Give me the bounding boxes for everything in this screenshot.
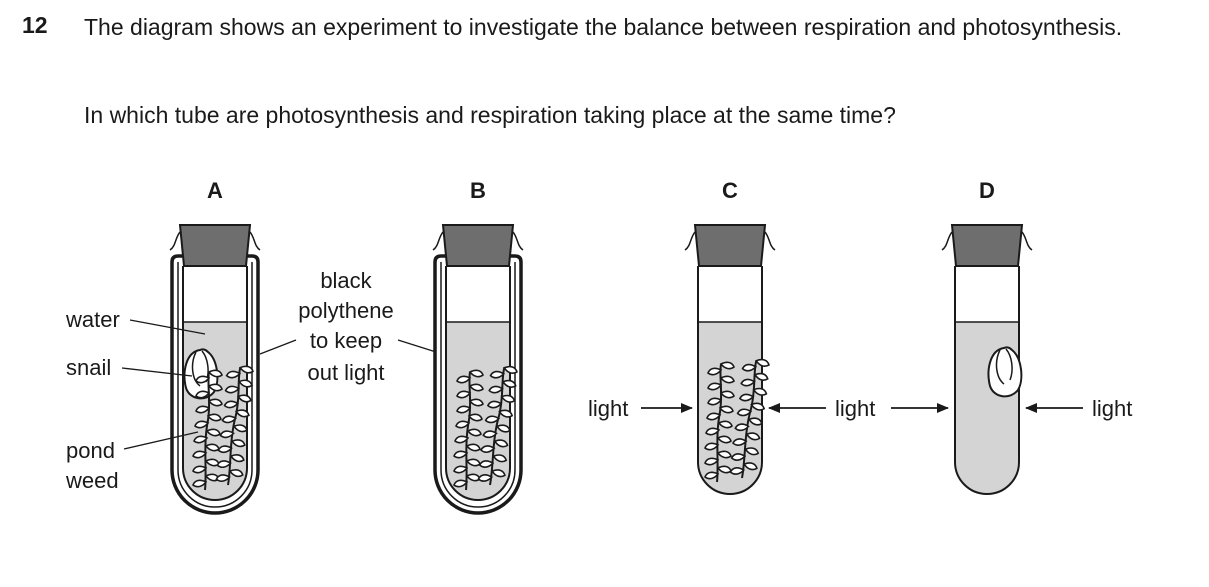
tube-c-letter: C xyxy=(722,178,738,203)
tube-a xyxy=(169,224,261,515)
tube-a-letter: A xyxy=(207,178,223,203)
polythene-label-line3: to keep xyxy=(310,328,382,353)
pond-weed-label-line2: weed xyxy=(65,468,119,493)
polythene-label-line2: polythene xyxy=(298,298,393,323)
polythene-cover-b xyxy=(433,254,523,515)
light-label-c-left: light xyxy=(588,396,628,421)
pond-weed-label-line1: pond xyxy=(66,438,115,463)
tube-b-letter: B xyxy=(470,178,486,203)
tube-d xyxy=(941,224,1033,495)
polythene-leader-a xyxy=(259,339,297,355)
water-leader xyxy=(129,319,206,335)
light-label-d-right: light xyxy=(1092,396,1132,421)
snail-leader xyxy=(121,367,193,377)
light-label-c-right: light xyxy=(835,396,875,421)
water-label: water xyxy=(65,307,120,332)
tube-d-letter: D xyxy=(979,178,995,203)
snail-d xyxy=(987,346,1023,398)
snail-label: snail xyxy=(66,355,111,380)
bung-d xyxy=(950,224,1024,267)
bung-c xyxy=(693,224,767,267)
question-prompt: In which tube are photosynthesis and res… xyxy=(84,102,896,128)
bung-a xyxy=(178,224,252,267)
polythene-label-line4: out light xyxy=(307,360,384,385)
polythene-leader-b xyxy=(397,339,437,353)
polythene-label-line1: black xyxy=(320,268,372,293)
question-text: The diagram shows an experiment to inves… xyxy=(84,14,1123,40)
polythene-cover-a xyxy=(170,254,260,515)
tube-c xyxy=(684,224,776,495)
question-number: 12 xyxy=(22,12,48,38)
tube-b xyxy=(432,224,524,515)
bung-b xyxy=(441,224,515,267)
pond-weed-leader xyxy=(123,431,199,450)
